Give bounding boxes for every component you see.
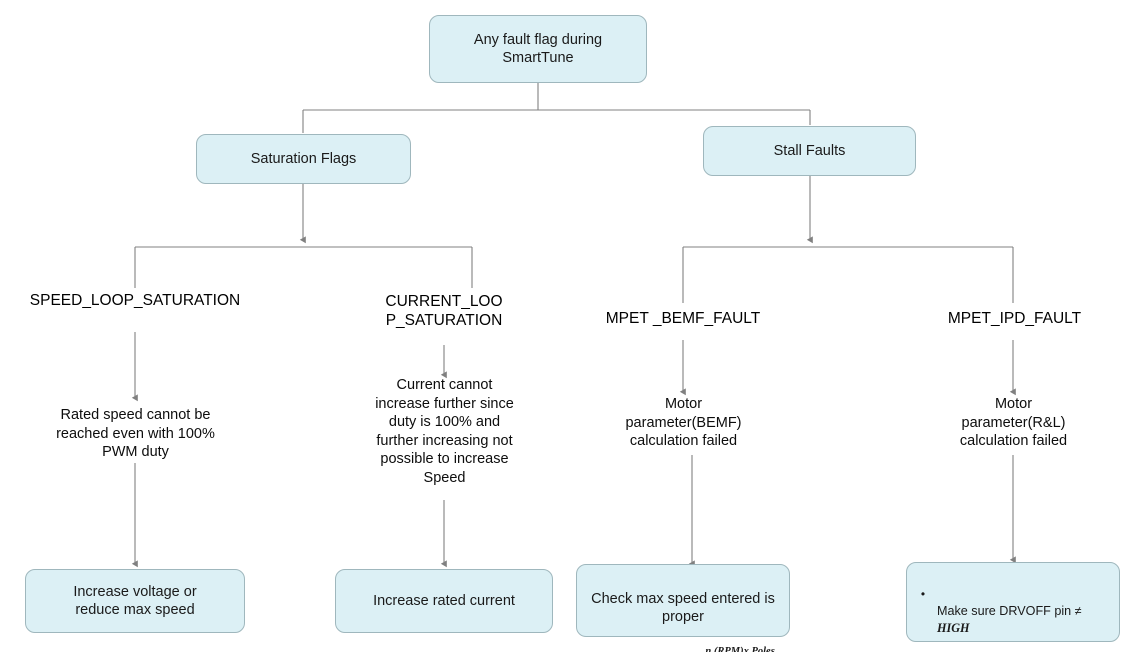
formula-fraction: n (RPM)x Poles 120 xyxy=(702,646,777,652)
desc-speed-loop-saturation: Rated speed cannot be reached even with … xyxy=(56,407,215,461)
check-max-speed-text: Check max speed entered is proper xyxy=(591,591,775,625)
bullet-item-drvoff: • Make sure DRVOFF pin ≠ HIGH xyxy=(915,587,1109,637)
label-current-loop-saturation: CURRENT_LOO P_SATURATION xyxy=(385,293,503,329)
node-stall-faults[interactable]: Stall Faults xyxy=(703,126,916,176)
bullet-dot-icon: • xyxy=(920,586,926,601)
node-increase-rated-current[interactable]: Increase rated current xyxy=(335,569,553,633)
formula-numerator: n (RPM)x Poles xyxy=(702,646,777,652)
label-mpet-bemf-fault: MPET _BEMF_FAULT xyxy=(605,310,761,327)
node-saturation-flags[interactable]: Saturation Flags xyxy=(196,134,411,184)
electrical-hz-formula: Use Electrical Hz = n (RPM)x Poles 120 xyxy=(585,646,781,652)
bullet-drvoff-main: Make sure DRVOFF pin ≠ xyxy=(937,604,1082,619)
desc-current-loop-saturation: Current cannot increase further since du… xyxy=(375,377,514,486)
desc-mpet-bemf-fault: Motor parameter(BEMF) calculation failed xyxy=(625,396,742,450)
bullet-text-drvoff: Make sure DRVOFF pin ≠ HIGH xyxy=(931,587,1109,637)
formula-prefix: Use Electrical Hz = xyxy=(588,651,698,652)
node-any-fault-flag[interactable]: Any fault flag during SmartTune xyxy=(429,15,647,83)
node-drvoff-resistance-advice[interactable]: • Make sure DRVOFF pin ≠ HIGH Or Resista… xyxy=(906,562,1120,642)
node-increase-voltage-reduce-speed[interactable]: Increase voltage or reduce max speed xyxy=(25,569,245,633)
bullet-drvoff-emphasis: HIGH xyxy=(937,621,970,636)
desc-mpet-ipd-fault: Motor parameter(R&L) calculation failed xyxy=(959,396,1068,450)
label-speed-loop-saturation: SPEED_LOOP_SATURATION xyxy=(29,292,241,309)
label-mpet-ipd-fault: MPET_IPD_FAULT xyxy=(947,310,1082,327)
node-check-max-speed[interactable]: Check max speed entered is proper Use El… xyxy=(576,564,790,652)
